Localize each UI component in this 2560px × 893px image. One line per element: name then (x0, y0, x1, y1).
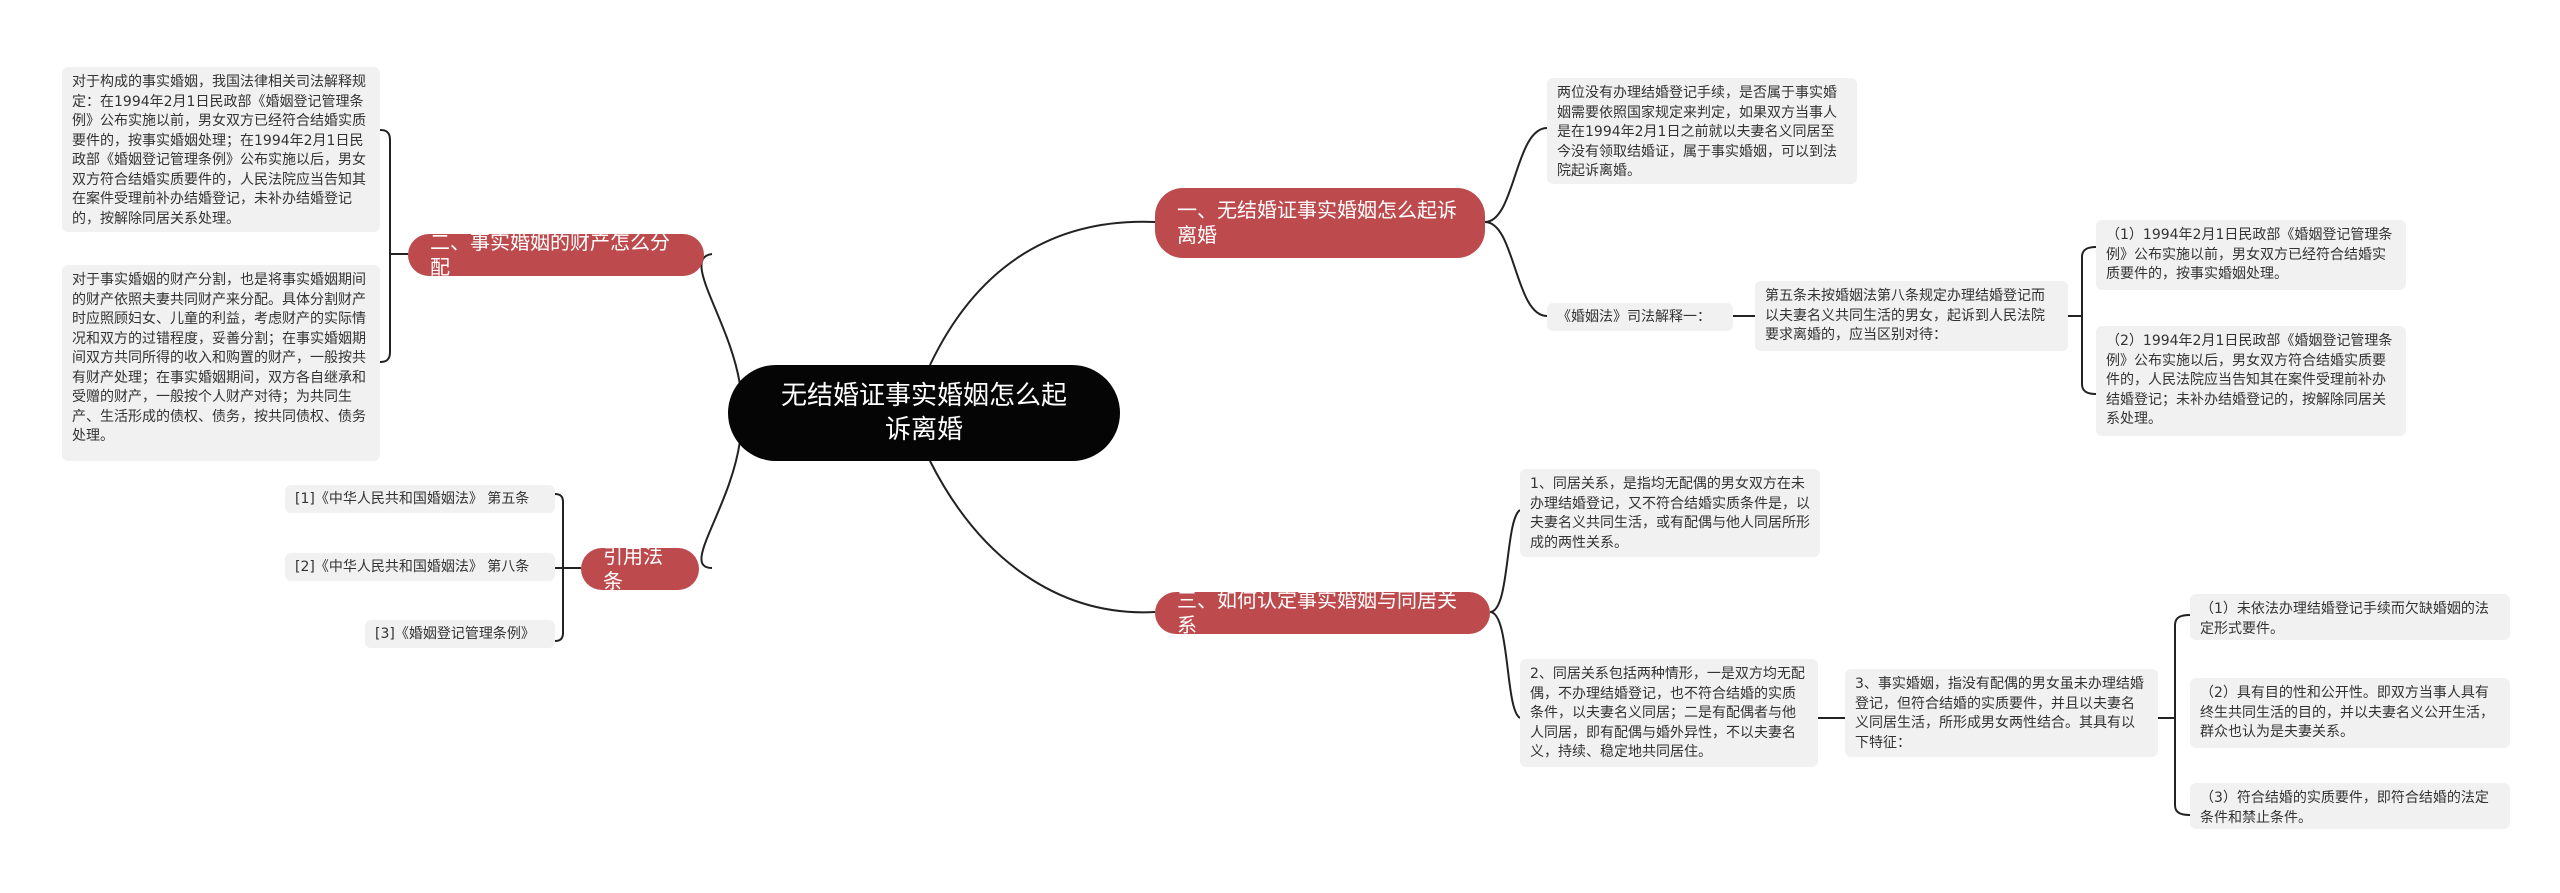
link-b2-texts (379, 129, 408, 363)
b3-item-2: 2、同居关系包括两种情形，一是双方均无配偶，不办理结婚登记，也不符合结婚的实质条… (1520, 659, 1818, 767)
link-root-b3 (929, 460, 1156, 614)
link-item3-features (2158, 614, 2191, 816)
b1-description: 两位没有办理结婚登记手续，是否属于事实婚姻需要依照国家规定来判定，如果双方当事人… (1547, 78, 1857, 184)
b1-item-1: （1）1994年2月1日民政部《婚姻登记管理条例》公布实施以前，男女双方已经符合… (2096, 220, 2406, 290)
link-b1-desc (1484, 127, 1548, 223)
branch-property-division[interactable]: 二、事实婚姻的财产怎么分配 (408, 230, 704, 279)
link-b4-refs (550, 493, 581, 642)
b3-item-3: 3、事实婚姻，指没有配偶的男女虽未办理结婚登记，但符合结婚的实质要件，并且以夫妻… (1845, 669, 2158, 757)
link-law-items (2068, 246, 2097, 395)
link-b1-law (1484, 221, 1548, 317)
link-root-b4 (700, 440, 741, 569)
b2-text-2: 对于事实婚姻的财产分割，也是将事实婚姻期间的财产依照夫妻共同财产来分配。具体分割… (62, 265, 380, 461)
branch-identify-relationship[interactable]: 三、如何认定事实婚姻与同居关系 (1155, 588, 1490, 637)
b1-law-label: 《婚姻法》司法解释一： (1547, 303, 1733, 331)
b4-ref-2: [2]《中华人民共和国婚姻法》 第八条 (285, 553, 555, 581)
b1-item-2: （2）1994年2月1日民政部《婚姻登记管理条例》公布实施以后，男女双方符合结婚… (2096, 326, 2406, 436)
branch-divorce-lawsuit[interactable]: 一、无结婚证事实婚姻怎么起诉离婚 (1155, 188, 1485, 258)
root-topic[interactable]: 无结婚证事实婚姻怎么起诉离婚 (728, 365, 1120, 461)
b3-feature-3: （3）符合结婚的实质要件，即符合结婚的法定条件和禁止条件。 (2190, 783, 2510, 829)
b4-ref-3: [3]《婚姻登记管理条例》 (365, 620, 555, 648)
link-root-b2 (700, 253, 741, 386)
b4-ref-1: [1]《中华人民共和国婚姻法》 第五条 (285, 485, 555, 513)
link-root-b1 (929, 220, 1156, 366)
b3-feature-1: （1）未依法办理结婚登记手续而欠缺婚姻的法定形式要件。 (2190, 594, 2510, 640)
b3-item-1: 1、同居关系，是指均无配偶的男女双方在未办理结婚登记，又不符合结婚实质条件是，以… (1520, 469, 1820, 557)
b3-feature-2: （2）具有目的性和公开性。即双方当事人具有终生共同生活的目的，并以夫妻名义公开生… (2190, 678, 2510, 748)
link-b3-items (1489, 509, 1521, 719)
b2-text-1: 对于构成的事实婚姻，我国法律相关司法解释规定：在1994年2月1日民政部《婚姻登… (62, 67, 380, 232)
branch-cited-laws[interactable]: 引用法条 (581, 544, 699, 593)
b1-law-text: 第五条未按婚姻法第八条规定办理结婚登记而以夫妻名义共同生活的男女，起诉到人民法院… (1755, 281, 2068, 351)
